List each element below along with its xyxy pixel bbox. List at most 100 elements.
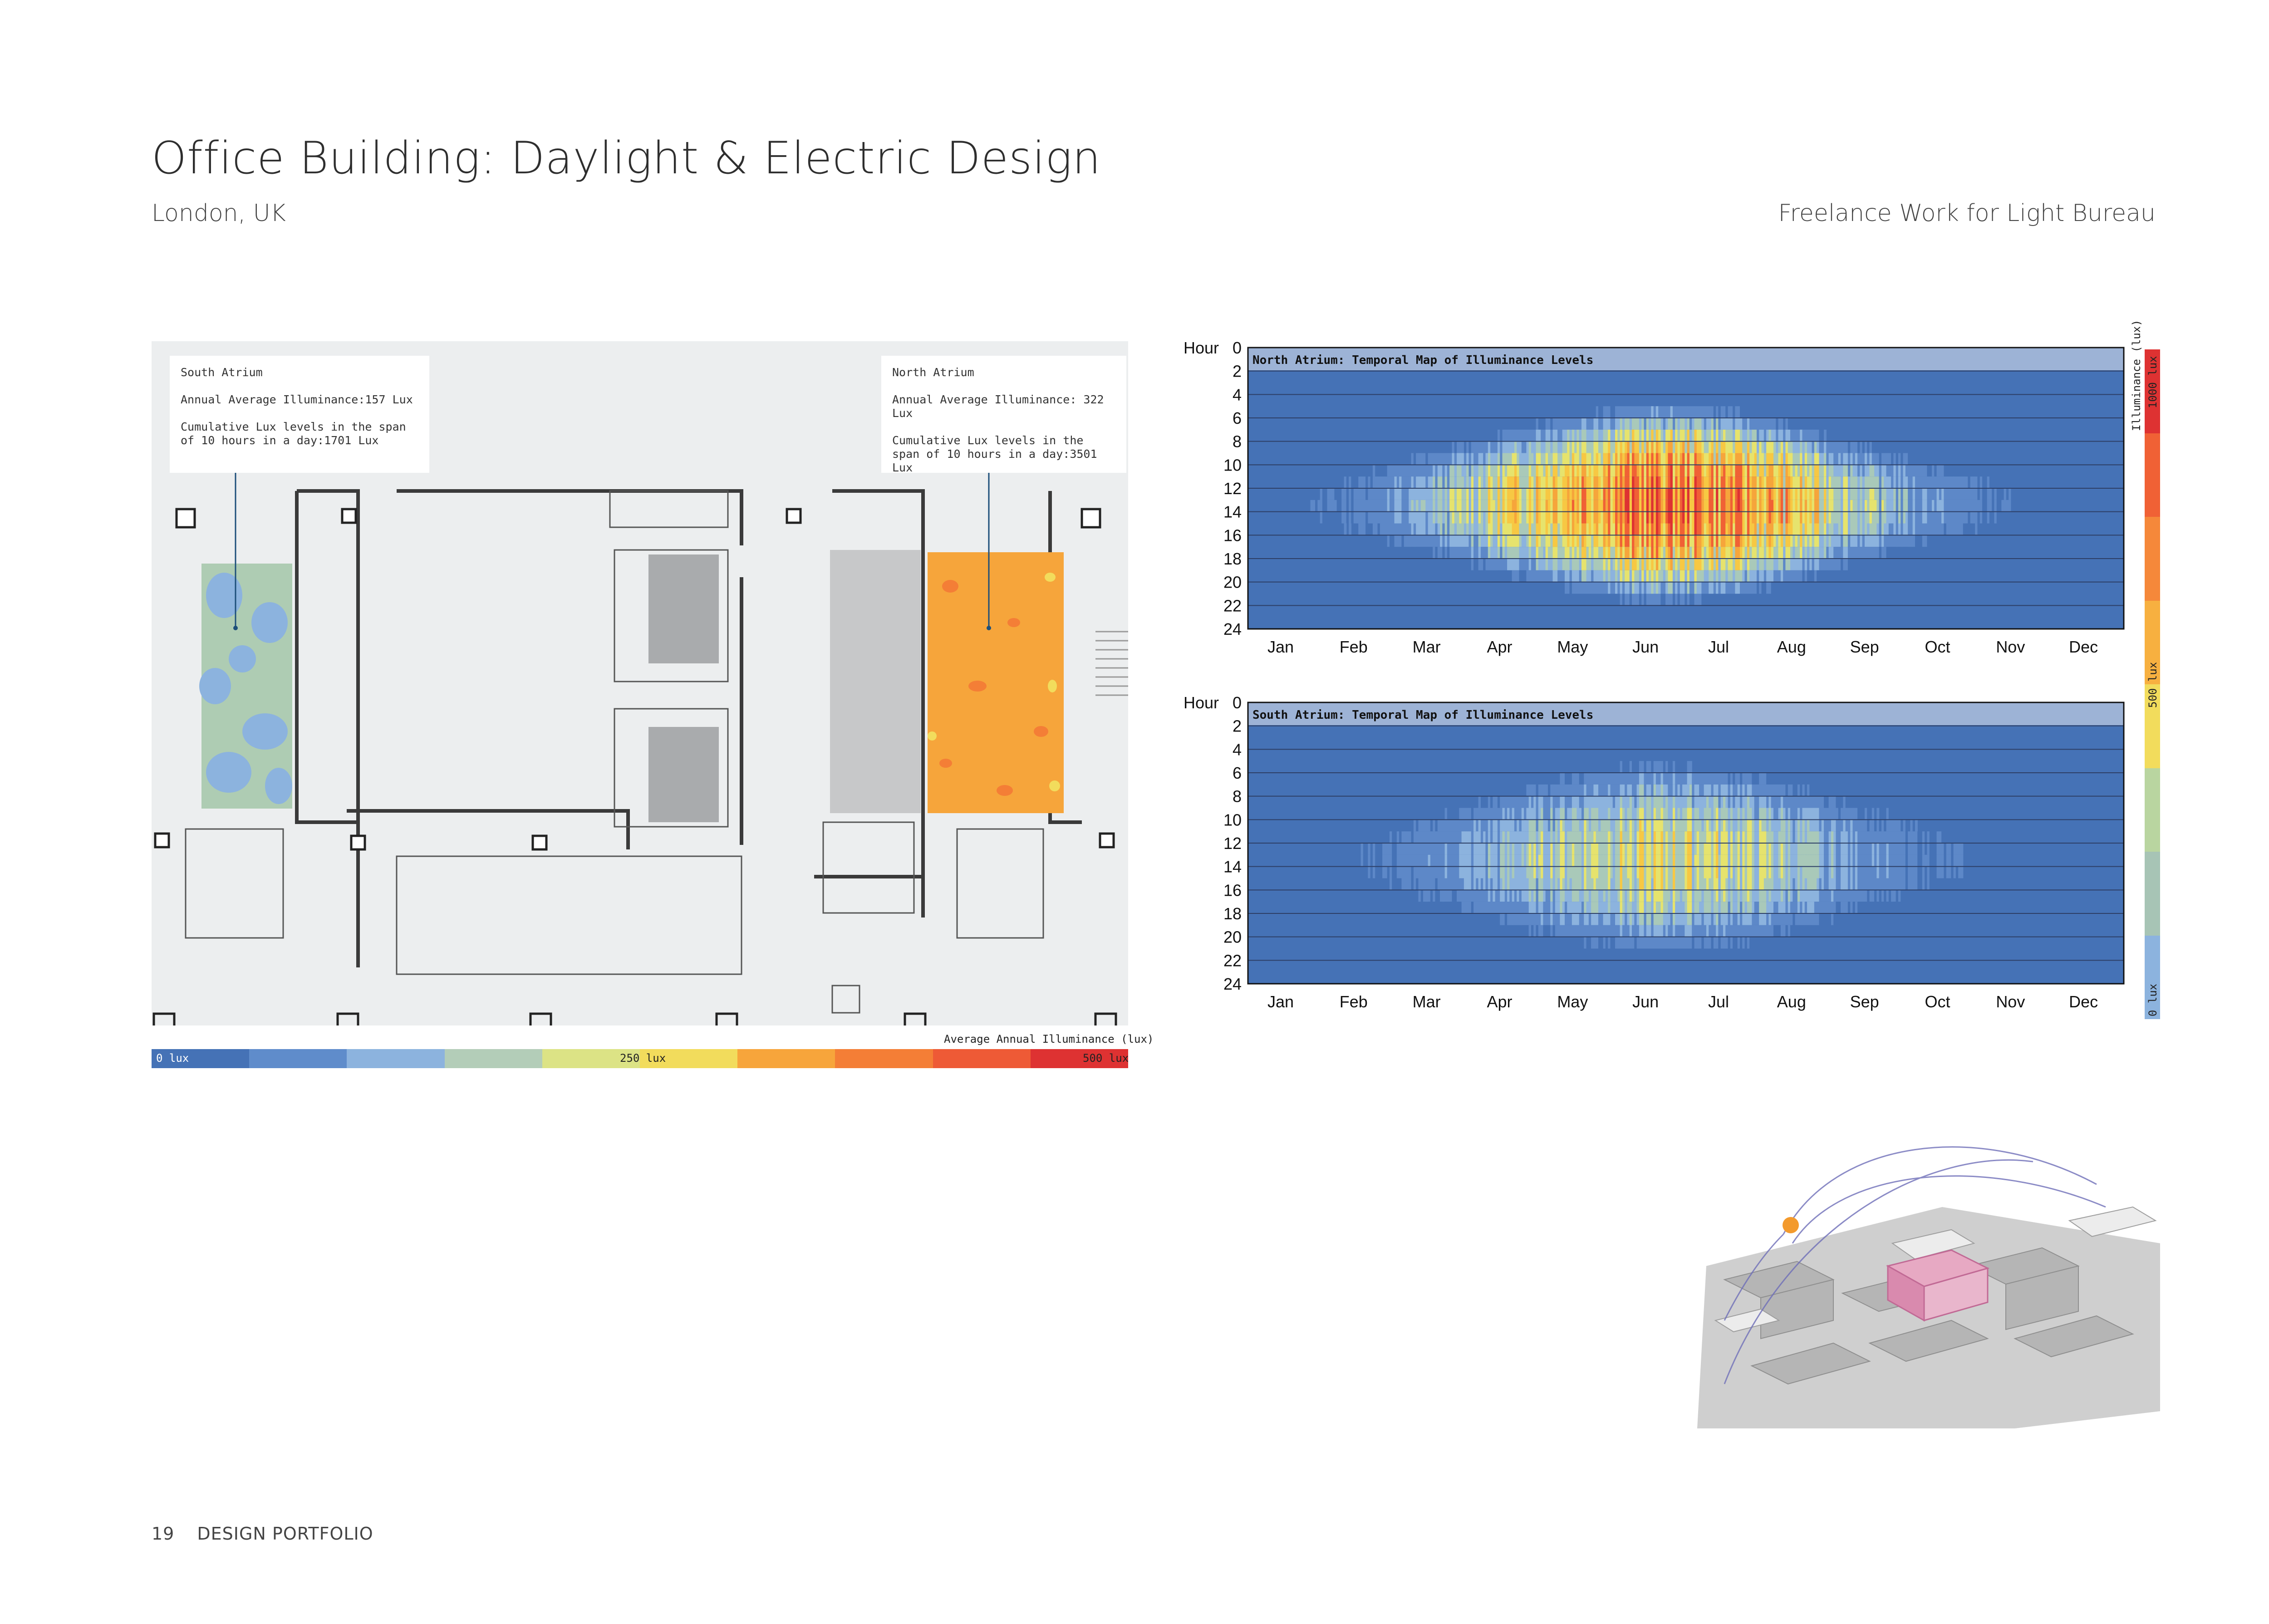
heatmap-cell	[1312, 476, 1316, 488]
heatmap-cell	[1596, 465, 1599, 477]
heatmap-cell	[1701, 511, 1704, 524]
heatmap-cell	[1675, 523, 1678, 535]
heatmap-cell	[1557, 819, 1560, 832]
heatmap-cell	[1720, 488, 1724, 500]
heatmap-cell	[1615, 878, 1618, 890]
heatmap-cell	[1605, 523, 1608, 535]
heatmap-cell	[1344, 476, 1347, 488]
heatmap-cell	[1670, 535, 1673, 547]
heatmap-cell	[1464, 878, 1467, 890]
heatmap-cell	[1901, 488, 1904, 500]
heatmap-cell	[1699, 511, 1702, 524]
heatmap-cell	[1793, 441, 1796, 453]
heatmap-cell	[1795, 547, 1798, 559]
heatmap-cell	[1881, 547, 1884, 559]
heatmap-cell	[1433, 831, 1436, 843]
heatmap-cell	[1694, 570, 1697, 582]
heatmap-cell	[1584, 796, 1587, 808]
heatmap-cell	[1785, 429, 1788, 442]
heatmap-cell	[1581, 570, 1584, 582]
heatmap-cell	[1668, 784, 1671, 796]
heatmap-cell	[1588, 843, 1591, 855]
heatmap-cell	[1663, 476, 1666, 488]
heatmap-cell	[1541, 925, 1543, 937]
heatmap-cell	[1545, 523, 1548, 535]
heatmap-cell	[1466, 843, 1469, 855]
heatmap-cell	[1449, 500, 1453, 512]
heatmap-cell	[1843, 500, 1846, 512]
heatmap-cell	[1672, 500, 1675, 512]
heatmap-cell	[1994, 500, 1997, 512]
heatmap-cell	[1653, 913, 1656, 925]
heatmap-cell	[1394, 488, 1397, 500]
heatmap-cell	[1569, 937, 1572, 949]
heatmap-cell	[1701, 488, 1704, 500]
heatmap-cell	[1795, 476, 1798, 488]
heatmap-cell	[1591, 796, 1594, 808]
heatmap-cell	[1763, 523, 1767, 535]
heatmap-cell	[1512, 535, 1515, 547]
heatmap-cell	[1788, 511, 1791, 524]
heatmap-cell	[1557, 878, 1560, 890]
heatmap-cell	[1564, 535, 1567, 547]
heatmap-cell	[1812, 511, 1815, 524]
heatmap-cell	[1562, 523, 1565, 535]
heatmap-cell	[1747, 429, 1750, 442]
heatmap-cell	[1526, 831, 1529, 843]
heatmap-cell	[1737, 559, 1740, 570]
heatmap-cell	[1560, 523, 1563, 535]
heatmap-cell	[1629, 866, 1632, 878]
heatmap-cell	[1519, 808, 1522, 820]
heatmap-cell	[1603, 843, 1606, 855]
heatmap-cell	[1363, 866, 1366, 878]
heatmap-cell	[1639, 559, 1642, 570]
heatmap-cell	[1612, 854, 1616, 867]
heatmap-cell	[1898, 511, 1901, 524]
heatmap-cell	[1447, 831, 1450, 843]
heatmap-cell	[1720, 559, 1724, 570]
heatmap-cell	[1668, 406, 1671, 418]
heatmap-cell	[1682, 476, 1685, 488]
heatmap-cell	[1392, 476, 1395, 488]
heatmap-cell	[1521, 570, 1524, 582]
heatmap-cell	[1632, 406, 1635, 418]
heatmap-cell	[1435, 819, 1438, 832]
heatmap-cell	[1739, 465, 1743, 477]
heatmap-cell	[1605, 535, 1608, 547]
heatmap-cell	[1817, 511, 1820, 524]
heatmap-cell	[1795, 570, 1798, 582]
heatmap-cell	[1502, 523, 1505, 535]
heatmap-cell	[1404, 500, 1407, 512]
heatmap-cell	[1946, 465, 1949, 477]
heatmap-cell	[1430, 819, 1433, 832]
heatmap-cell	[1490, 488, 1493, 500]
heatmap-cell	[1433, 535, 1436, 547]
heatmap-cell	[1644, 429, 1647, 442]
heatmap-cell	[1433, 500, 1436, 512]
heatmap-cell	[1658, 465, 1661, 477]
heatmap-cell	[1552, 925, 1556, 937]
heatmap-cell	[1620, 465, 1623, 477]
heatmap-cell	[1454, 831, 1457, 843]
heatmap-cell	[1867, 465, 1870, 477]
heatmap-cell	[1785, 465, 1788, 477]
heatmap-cell	[1860, 559, 1863, 570]
heatmap-cell	[1649, 866, 1651, 878]
heatmap-cell	[1639, 500, 1642, 512]
heatmap-cell	[1517, 511, 1520, 524]
heatmap-cell	[1725, 453, 1729, 465]
heatmap-cell	[1521, 902, 1524, 913]
heatmap-cell	[2013, 488, 2016, 500]
heatmap-cell	[1550, 890, 1553, 902]
heatmap-cell	[1972, 488, 1975, 500]
heatmap-cell	[1399, 476, 1402, 488]
heatmap-cell	[1780, 523, 1783, 535]
heatmap-cell	[1668, 913, 1671, 925]
heatmap-cell	[1663, 808, 1666, 820]
heatmap-cell	[1471, 523, 1474, 535]
heatmap-cell	[1819, 547, 1822, 559]
heatmap-cell	[1471, 808, 1474, 820]
heatmap-cell	[1699, 453, 1702, 465]
plan-legend-max: 500 lux	[1083, 1052, 1129, 1065]
heatmap-cell	[1975, 476, 1978, 488]
